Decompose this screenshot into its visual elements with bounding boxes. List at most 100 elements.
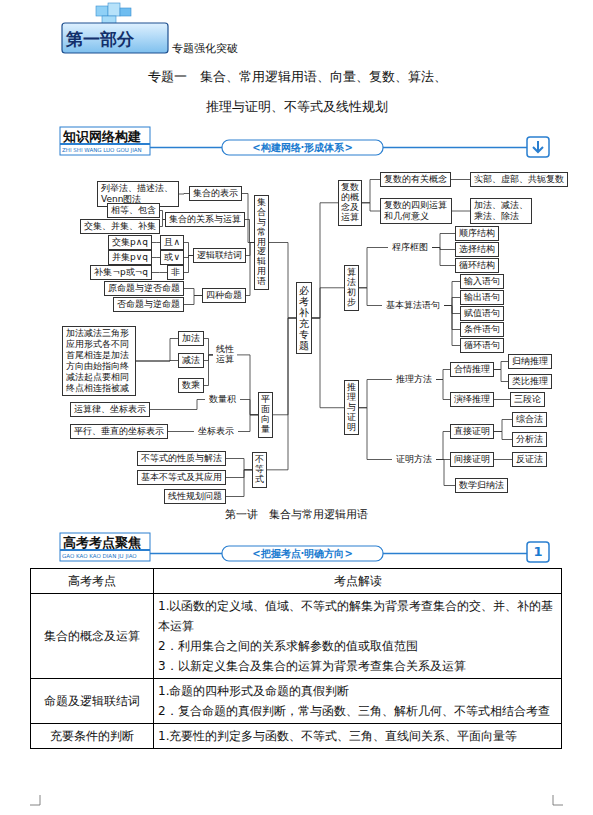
topic-box: 加法 xyxy=(178,331,204,346)
node-text: 加法、减法、乘法、除法 xyxy=(474,200,528,222)
table-cell: 命题及逻辑联结词 xyxy=(31,679,154,724)
table-cell: 高考考点 xyxy=(31,569,154,594)
bracket-line xyxy=(494,370,508,382)
topic-box: 数乘 xyxy=(178,378,204,393)
node-text: 间接证明 xyxy=(454,454,490,465)
topic-box: 演绎推理 xyxy=(450,392,494,407)
banner-pill xyxy=(222,140,383,155)
table-row: 命题及逻辑联结词1.命题的四种形式及命题的真假判断2．复合命题的真假判断，常与函… xyxy=(31,679,562,724)
cell-text: 2．复合命题的真假判断，常与函数、三角、解析几何、不等式相结合考查 xyxy=(158,701,557,721)
bracket-line xyxy=(359,248,388,288)
bracket-line xyxy=(152,257,160,258)
node-text: 列举法、描述法、Venn图法 xyxy=(101,183,175,205)
node-text: 三段论 xyxy=(514,394,541,405)
topic-box: 集合与常用逻辑用语 xyxy=(254,195,269,290)
part-badge xyxy=(62,23,168,53)
node-text: 线性规划问题 xyxy=(168,491,222,502)
bracket-line xyxy=(312,288,344,318)
node-text: 复数的概念及运算 xyxy=(341,183,359,223)
bracket-line xyxy=(237,355,258,415)
table-cell: 1.以函数的定义域、值域、不等式的解集为背景考查集合的交、并、补的基本运算2．利… xyxy=(154,594,562,679)
branch-label: 线性运算 xyxy=(213,342,237,368)
table-row: 集合的概念及运算1.以函数的定义域、值域、不等式的解集为背景考查集合的交、并、补… xyxy=(31,594,562,679)
topic-box: 并集p∨q xyxy=(108,250,152,265)
node-text: 集合与常用逻辑用语 xyxy=(257,198,266,287)
topic-box: 推理与证明 xyxy=(344,380,359,435)
node-text: 综合法 xyxy=(516,414,543,425)
node-text: 选择结构 xyxy=(459,244,495,255)
banner-tile xyxy=(60,533,150,561)
exam-table: 高考考点考点解读集合的概念及运算1.以函数的定义域、值域、不等式的解集为背景考查… xyxy=(30,568,562,749)
table-cell: 充要条件的判断 xyxy=(31,724,154,749)
node-text: 集合的关系与运算 xyxy=(169,214,241,225)
node-text: 复数的四则运算和几何意义 xyxy=(384,200,448,222)
bracket-line xyxy=(451,179,470,180)
bracket-line xyxy=(359,408,392,460)
node-text: 实部、虚部、共轭复数 xyxy=(474,174,564,185)
cell-text: 1.充要性的判定多与函数、不等式、三角、直线间关系、平面向量等 xyxy=(158,726,557,746)
node-text: 类比推理 xyxy=(512,376,548,387)
node-text: 程序框图 xyxy=(392,242,428,253)
bracket-line xyxy=(452,211,470,212)
node-text: 四种命题 xyxy=(206,290,242,301)
topic-box: 不等式 xyxy=(252,452,267,488)
bracket-line xyxy=(494,459,512,460)
part-badge-text: 第一部分 xyxy=(66,28,134,50)
bracket-line xyxy=(436,432,450,460)
bracket-line xyxy=(240,400,258,415)
bracket-line xyxy=(152,242,160,243)
bracket-line xyxy=(436,380,450,400)
topic-box: 平面向量 xyxy=(258,392,273,438)
table-row: 高考考点考点解读 xyxy=(31,569,562,594)
topic-box: 间接证明 xyxy=(450,452,494,467)
topic-box: 反证法 xyxy=(512,452,547,467)
topic-box: 选择结构 xyxy=(455,242,499,257)
bracket-line xyxy=(362,180,380,203)
node-text: 演绎推理 xyxy=(454,394,490,405)
bracket-line xyxy=(226,470,252,497)
bracket-line xyxy=(494,399,510,400)
topic-box: 条件语句 xyxy=(460,322,504,337)
bracket-line xyxy=(269,243,296,318)
bracket-line xyxy=(312,318,344,408)
node-text: 条件语句 xyxy=(464,324,500,335)
bracket-line xyxy=(184,243,193,256)
branch-label: 推理方法 xyxy=(392,372,436,387)
topic-box: 逻辑联结词 xyxy=(193,248,246,263)
node-text: 交集、并集、补集 xyxy=(84,221,156,232)
topic-box: 非 xyxy=(167,265,184,280)
cell-text: 3．以新定义集合及集合的运算为背景考查集合关系及运算 xyxy=(158,656,557,676)
node-text: 基本不等式及其应用 xyxy=(141,472,222,483)
node-text: 直接证明 xyxy=(454,426,490,437)
topic-box: 类比推理 xyxy=(508,374,552,389)
node-text: 分析法 xyxy=(516,434,543,445)
banner-pill xyxy=(222,546,383,561)
topic-box: 补集¬p或¬q xyxy=(90,265,152,280)
section-number: 1 xyxy=(527,543,549,560)
node-text: 运算律、坐标表示 xyxy=(74,404,146,415)
node-text: 不等式 xyxy=(255,455,264,485)
topic-box: 三段论 xyxy=(510,392,545,407)
cell-text: 充要条件的判断 xyxy=(35,726,149,746)
node-text: 归纳推理 xyxy=(512,356,548,367)
node-text: 反证法 xyxy=(516,454,543,465)
bracket-line xyxy=(184,289,202,296)
topic-box: 合情推理 xyxy=(450,362,494,377)
bracket-line xyxy=(312,203,338,318)
table-cell: 1.命题的四种形式及命题的真假判断2．复合命题的真假判断，常与函数、三角、解析几… xyxy=(154,679,562,724)
banner-title: 高考考点聚焦 xyxy=(63,534,141,551)
node-text: 减法 xyxy=(182,355,200,366)
bracket-line xyxy=(359,288,382,306)
bracket-line xyxy=(436,370,450,380)
topic-box: 且∧ xyxy=(160,235,184,250)
topic-box: 相等、包含 xyxy=(107,203,160,218)
cube xyxy=(108,3,120,16)
bracket-line xyxy=(179,193,189,195)
topic-box: 加法减法三角形 应用形式各不同 首尾相连是加法 方向由始指向终 减法起点要相同 … xyxy=(62,326,136,396)
bracket-line xyxy=(152,272,167,273)
banner-slogan: <把握考点·明确方向> xyxy=(222,547,383,560)
bracket-line xyxy=(444,306,460,346)
bracket-line xyxy=(184,296,202,305)
banner-title: 知识网络构建 xyxy=(63,128,141,145)
node-text: 数量积 xyxy=(209,394,236,405)
